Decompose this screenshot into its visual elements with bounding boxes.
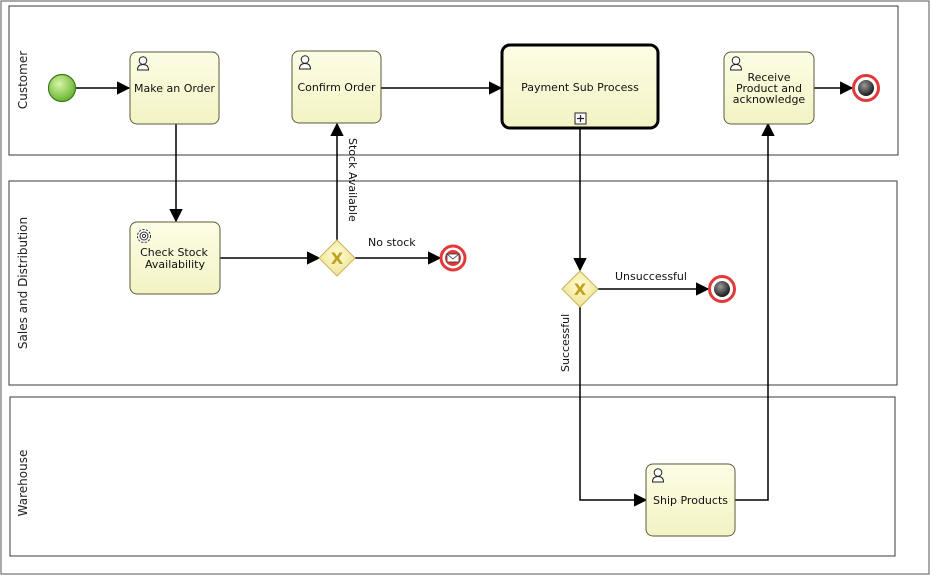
gateway-x-icon: X	[331, 249, 344, 268]
lane-warehouse[interactable]: Warehouse	[9, 396, 896, 557]
flow-gateway-to-ship[interactable]	[579, 307, 648, 507]
flow-label-no-stock: No stock	[368, 236, 416, 249]
task-label-check-line1: Check Stock	[140, 246, 208, 259]
end-event-complete[interactable]	[852, 74, 880, 102]
task-label-receive-line3: acknowledge	[733, 93, 806, 106]
gateway-stock[interactable]: X	[318, 239, 356, 277]
flow-label-unsuccessful: Unsuccessful	[615, 270, 687, 283]
task-label-receive-line2: Product and	[736, 82, 802, 95]
gateway-payment[interactable]: X	[561, 270, 599, 308]
envelope-icon	[446, 253, 460, 263]
subprocess-payment[interactable]: Payment Sub Process	[500, 43, 660, 130]
task-label-confirm-order: Confirm Order	[297, 81, 376, 94]
user-icon	[136, 56, 150, 71]
task-check-stock[interactable]: Check Stock Availability	[129, 221, 221, 295]
user-icon	[729, 56, 743, 71]
task-label-make-order: Make an Order	[134, 82, 215, 95]
lane-label-customer: Customer	[16, 51, 30, 109]
task-label-ship-products: Ship Products	[653, 494, 728, 507]
task-receive-product[interactable]: Receive Product and acknowledge	[723, 51, 815, 125]
task-confirm-order[interactable]: Confirm Order	[291, 50, 382, 124]
end-event-message[interactable]	[439, 244, 467, 272]
end-event-unsuccessful[interactable]	[708, 275, 736, 303]
task-ship-products[interactable]: Ship Products	[645, 463, 736, 537]
flow-label-successful: Successful	[559, 314, 572, 372]
lane-label-sales: Sales and Distribution	[16, 217, 30, 349]
lane-label-warehouse: Warehouse	[16, 450, 30, 517]
subprocess-label-payment: Payment Sub Process	[521, 81, 639, 94]
sequence-flows	[76, 81, 854, 507]
task-label-check-line2: Availability	[145, 258, 205, 271]
task-make-order[interactable]: Make an Order	[129, 51, 220, 125]
task-label-receive-line1: Receive	[747, 71, 790, 84]
start-event[interactable]	[47, 73, 77, 103]
flow-ship-to-receive[interactable]	[735, 122, 775, 501]
gateway-x-icon: X	[574, 280, 587, 299]
user-icon	[298, 55, 312, 70]
flow-label-stock-available: Stock Available	[346, 138, 359, 222]
gear-icon	[137, 229, 151, 243]
plus-marker-icon[interactable]	[574, 112, 587, 125]
user-icon	[651, 468, 665, 483]
